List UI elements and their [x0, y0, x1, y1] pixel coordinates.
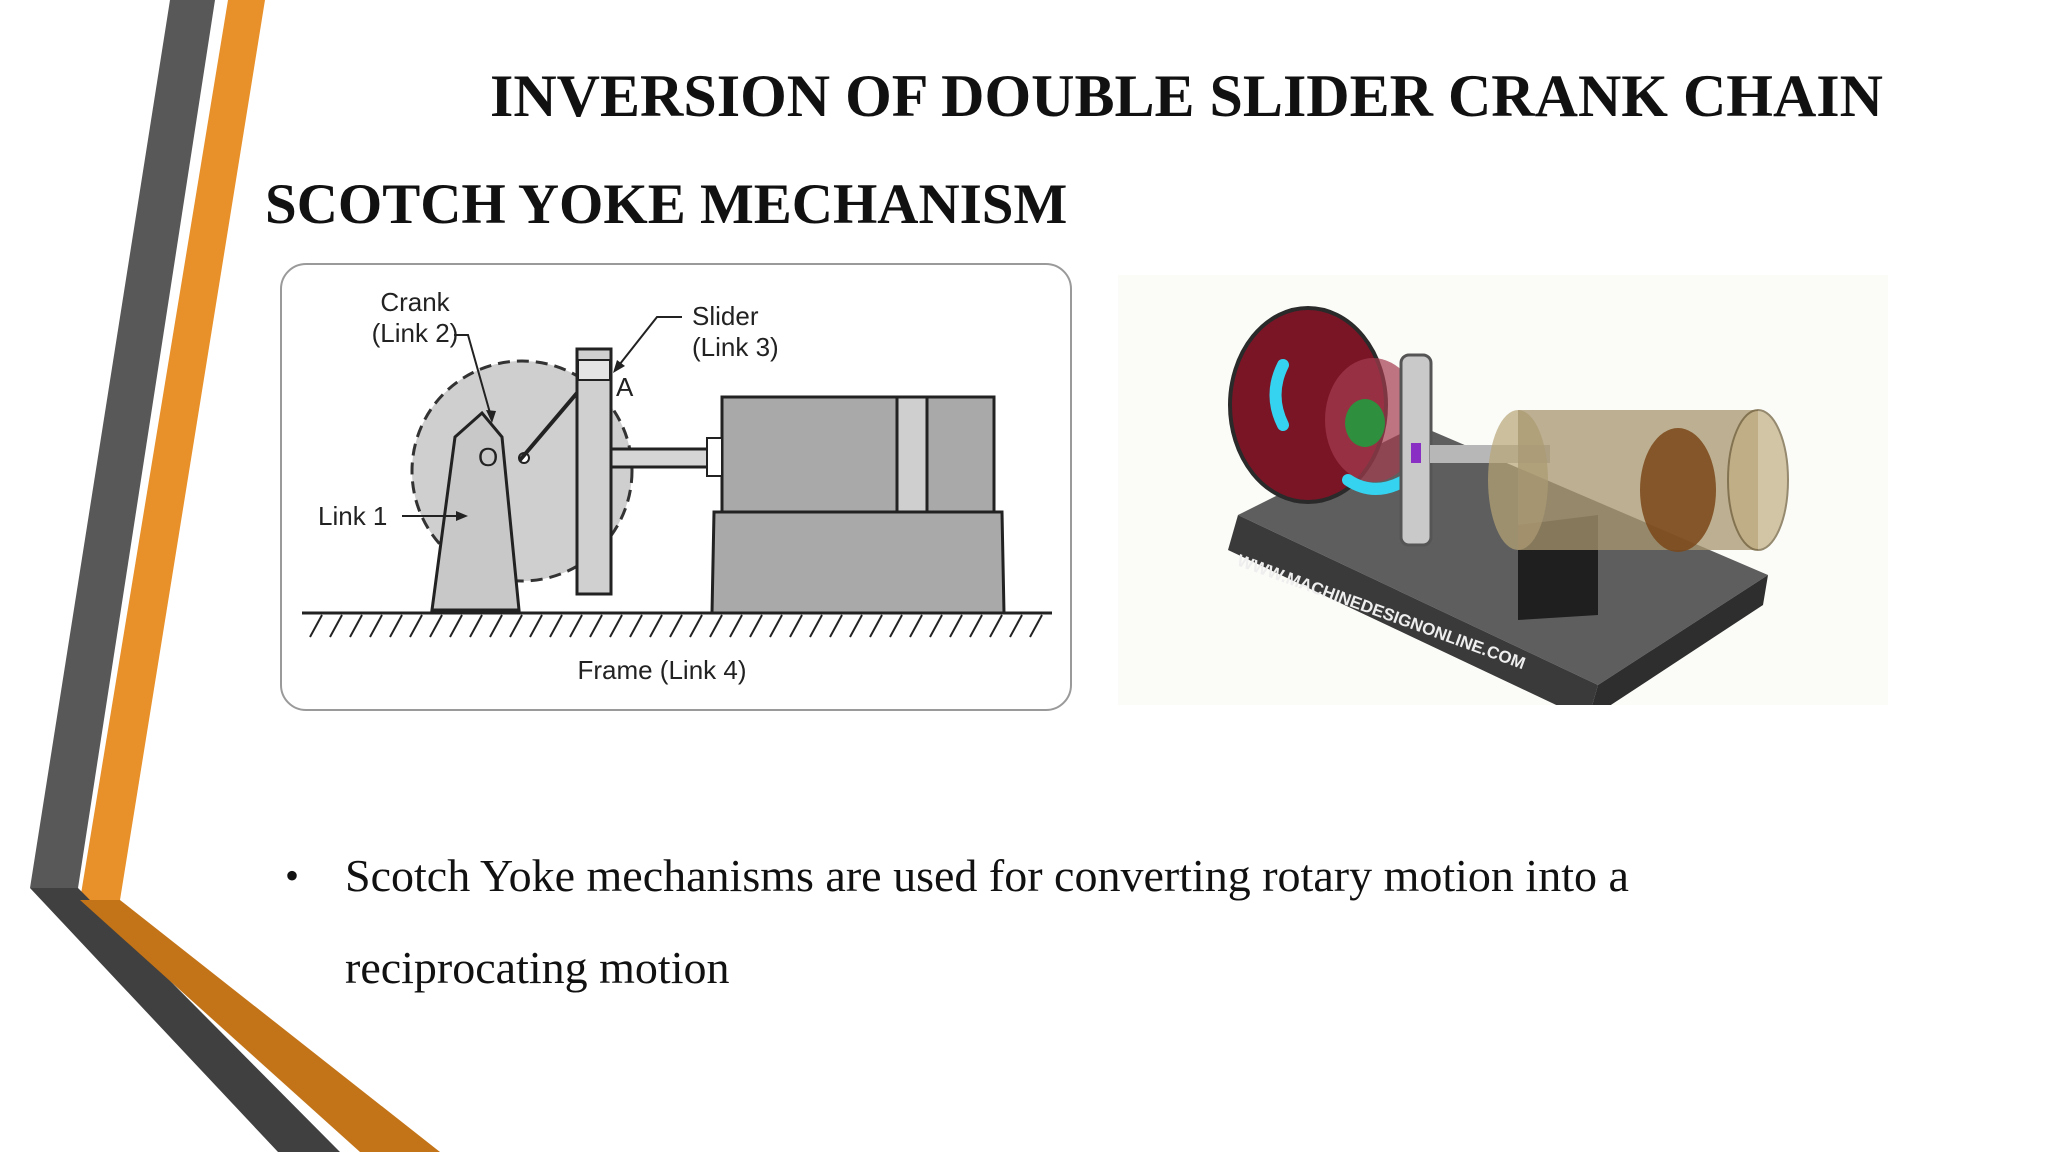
orange-stripe-bottom: [80, 900, 440, 1152]
bullet-text-line2: reciprocating motion: [345, 942, 730, 993]
crank-leader: [454, 334, 493, 421]
cylinder-front-cap: [1727, 409, 1789, 551]
bullet-item: • Scotch Yoke mechanisms are used for co…: [285, 830, 1825, 1014]
slider-label-line1: Slider: [692, 301, 759, 331]
piston: [895, 395, 929, 514]
crank-label-line2: (Link 2): [372, 318, 459, 348]
bullet-text-line1: Scotch Yoke mechanisms are used for conv…: [345, 850, 1629, 901]
dark-stripe-bottom: [30, 888, 340, 1152]
cylinder-body: [720, 395, 996, 514]
point-o-label: O: [478, 442, 498, 472]
slider-leader-arrow: [613, 360, 625, 373]
yoke-pin: [1411, 443, 1421, 463]
gland-stub: [706, 437, 723, 477]
crank-label-line1: Crank: [380, 287, 450, 317]
slide-subtitle: SCOTCH YOKE MECHANISM: [265, 173, 1068, 236]
scotch-yoke-diagram: Crank (Link 2) Slider (Link 3) A O Link …: [280, 263, 1072, 711]
render-svg: WWW.MACHINEDESIGNONLINE.COM: [1228, 306, 1789, 720]
point-a-label: A: [616, 372, 634, 402]
cylinder-shell: [1518, 410, 1758, 550]
base-plate-front: [1228, 515, 1598, 720]
bullet-icon: •: [285, 853, 300, 898]
link1-leader-arrow: [456, 511, 468, 521]
cylinder-support: [710, 510, 1006, 615]
crank-leader-arrow: [486, 410, 496, 423]
ground-hatching: [309, 614, 1043, 638]
link1-pedestal: [430, 410, 521, 612]
flywheel-center: [1345, 399, 1385, 447]
slider-label-line2: (Link 3): [692, 332, 779, 362]
diagram-svg: Crank (Link 2) Slider (Link 3) A O Link …: [302, 287, 1052, 685]
frame-label: Frame (Link 4): [577, 655, 746, 685]
flywheel-slot-1: [1269, 359, 1289, 431]
slider-yoke: [575, 347, 613, 596]
dark-stripe: [30, 0, 215, 888]
orange-stripe: [80, 0, 265, 900]
slide-title: INVERSION OF DOUBLE SLIDER CRANK CHAIN: [490, 63, 1883, 129]
render-piston: [1640, 428, 1716, 552]
slider-leader: [615, 316, 682, 370]
base-plate-side: [1588, 575, 1768, 720]
link1-label: Link 1: [318, 501, 387, 531]
scotch-yoke-render: WWW.MACHINEDESIGNONLINE.COM: [1118, 275, 1888, 720]
bullet-list: • Scotch Yoke mechanisms are used for co…: [285, 830, 1825, 1014]
slider-block: [577, 359, 611, 381]
